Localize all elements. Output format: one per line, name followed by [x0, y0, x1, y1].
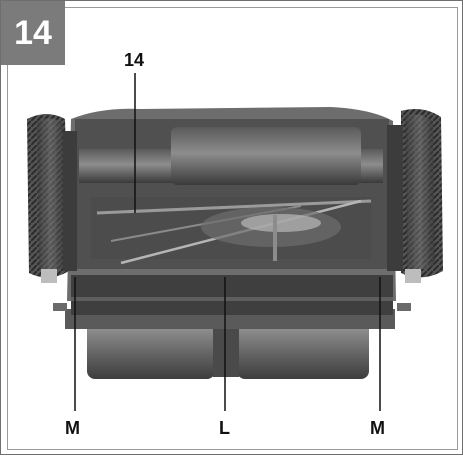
- cutting-cylinder: [79, 127, 383, 265]
- right-wheel: [387, 109, 443, 283]
- left-bolt: [53, 303, 67, 311]
- right-bolt: [397, 303, 411, 311]
- callout-14: 14: [124, 50, 145, 70]
- front-bar: [71, 269, 393, 315]
- callout-leaders: [74, 73, 381, 411]
- left-wheel: [27, 114, 77, 283]
- callout-m-right: M: [370, 418, 385, 438]
- rear-roller: [65, 309, 395, 379]
- callout-l: L: [219, 418, 230, 438]
- callout-m-left: M: [65, 418, 80, 438]
- figure-number-badge: 14: [1, 1, 65, 65]
